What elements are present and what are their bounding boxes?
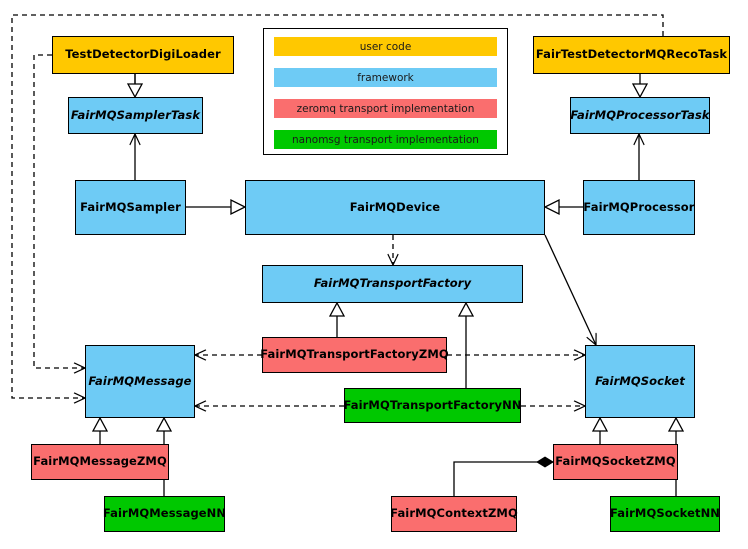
class-box-fairmqdevice[interactable]: FairMQDevice: [245, 180, 545, 235]
class-box-label: FairMQDevice: [349, 199, 441, 214]
class-box-fairmqmessagezmq[interactable]: FairMQMessageZMQ: [31, 444, 169, 480]
edge-recotask-processortask-arrowhead: [631, 83, 649, 99]
class-box-label: FairMQTransportFactoryZMQ: [260, 347, 449, 362]
legend-item-user-code: user code: [274, 37, 497, 56]
class-box-fairmqsampler[interactable]: FairMQSampler: [75, 180, 186, 235]
edge-digiloader-samplertask-arrowhead: [126, 83, 144, 99]
class-box-label: FairMQProcessor: [583, 199, 695, 214]
class-box-testdetectordigiloader[interactable]: TestDetectorDigiLoader: [52, 36, 234, 74]
legend-label-zeromq: zeromq transport implementation: [296, 102, 475, 115]
legend-label-framework: framework: [357, 71, 414, 84]
class-box-fairmqmessagenn[interactable]: FairMQMessageNN: [102, 496, 227, 532]
class-box-label: FairMQSampler: [80, 199, 181, 214]
class-box-fairtestdetectormqrecotask[interactable]: FairTestDetectorMQRecoTask: [533, 36, 730, 74]
edge-contextzmq-socketzmq: [453, 456, 554, 496]
class-box-fairmqprocessortask[interactable]: FairMQProcessorTask: [570, 97, 710, 134]
class-box-label: FairMQTransportFactoryNN: [343, 397, 522, 412]
legend-label-user-code: user code: [359, 40, 412, 53]
legend-item-nanomsg: nanomsg transport implementation: [274, 130, 497, 149]
edge-socketnn-socket-arrowhead: [667, 416, 685, 432]
class-box-label: TestDetectorDigiLoader: [65, 47, 221, 62]
class-box-fairmqtransportfactory[interactable]: FairMQTransportFactory: [262, 265, 523, 303]
class-box-label: FairMQSocketNN: [609, 506, 721, 521]
class-box-fairmqtransportfactoryzmq[interactable]: FairMQTransportFactoryZMQ: [260, 337, 449, 373]
edge-processor-device-arrowhead: [543, 198, 560, 216]
class-box-fairmqsamplertask[interactable]: FairMQSamplerTask: [68, 97, 203, 134]
legend-box: user code framework zeromq transport imp…: [263, 28, 508, 155]
class-box-label: FairMQTransportFactory: [313, 276, 472, 291]
edge-device-socket: [544, 234, 596, 345]
class-box-label: FairMQMessageZMQ: [33, 454, 167, 469]
class-box-fairmqsocketnn[interactable]: FairMQSocketNN: [610, 496, 720, 532]
class-box-label: FairMQMessageNN: [102, 506, 227, 521]
class-box-label: FairTestDetectorMQRecoTask: [535, 47, 728, 62]
class-box-fairmqtransportfactorynn[interactable]: FairMQTransportFactoryNN: [343, 388, 522, 423]
legend-item-zeromq: zeromq transport implementation: [274, 99, 497, 118]
class-box-label: FairMQSamplerTask: [70, 107, 201, 122]
class-box-fairmqsocket[interactable]: FairMQSocket: [585, 345, 695, 418]
legend-label-nanomsg: nanomsg transport implementation: [292, 133, 479, 146]
class-box-fairmqsocketzmq[interactable]: FairMQSocketZMQ: [553, 444, 678, 480]
edge-messagezmq-message-arrowhead: [91, 416, 109, 432]
class-box-label: FairMQMessage: [88, 373, 192, 388]
class-box-fairmqcontextzmq[interactable]: FairMQContextZMQ: [390, 496, 518, 532]
class-box-label: FairMQSocket: [595, 373, 685, 388]
edge-messagenn-message-arrowhead: [155, 416, 173, 432]
class-box-fairmqmessage[interactable]: FairMQMessage: [85, 345, 195, 418]
edge-sampler-device-arrowhead: [230, 198, 247, 216]
edge-tfnn-tf-arrowhead: [457, 301, 475, 317]
class-box-label: FairMQContextZMQ: [390, 506, 518, 521]
edge-tfzmq-tf-arrowhead: [328, 301, 346, 317]
class-box-label: FairMQSocketZMQ: [555, 454, 676, 469]
legend-item-framework: framework: [274, 68, 497, 87]
edge-socketzmq-socket-arrowhead: [591, 416, 609, 432]
class-box-label: FairMQProcessorTask: [570, 107, 710, 122]
class-box-fairmqprocessor[interactable]: FairMQProcessor: [583, 180, 695, 235]
